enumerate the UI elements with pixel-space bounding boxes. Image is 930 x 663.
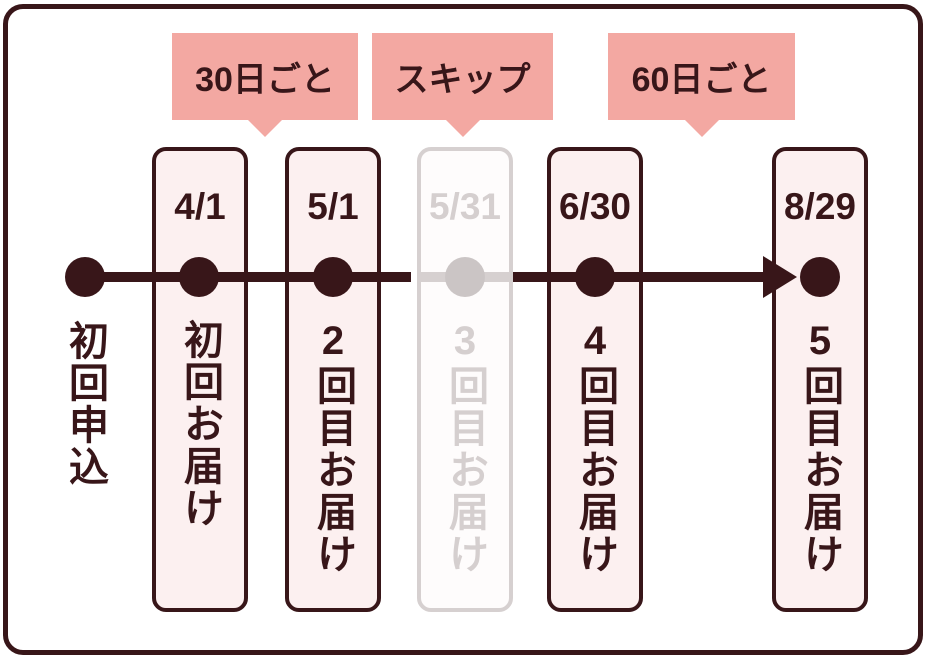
badge-pointer-down-icon bbox=[683, 119, 720, 137]
start-label: 初回申込 bbox=[63, 320, 107, 488]
delivery-card-5: 8/29 5回目お届け bbox=[772, 147, 868, 612]
interval-badge-30days: 30日ごと bbox=[172, 33, 358, 137]
timeline-dot-delivery-3-skipped bbox=[445, 257, 485, 297]
timeline-dot-delivery-1 bbox=[179, 257, 219, 297]
card-date: 5/1 bbox=[307, 186, 359, 227]
delivery-card-2: 5/1 2回目お届け bbox=[285, 147, 381, 612]
badge-label: 30日ごと bbox=[195, 61, 335, 99]
badge-label: 60日ごと bbox=[631, 61, 772, 99]
delivery-card-4: 6/30 4回目お届け bbox=[547, 147, 643, 612]
timeline-arrowhead-icon bbox=[763, 256, 797, 298]
card-date: 8/29 bbox=[783, 186, 856, 227]
badge-pointer-down-icon bbox=[247, 119, 283, 137]
timeline-line-segment-2 bbox=[513, 272, 765, 282]
delivery-card-1: 4/1 初回お届け bbox=[152, 147, 248, 612]
delivery-card-3-skipped: 5/31 3回目お届け bbox=[417, 147, 513, 612]
card-label: 2回目お届け bbox=[311, 319, 355, 575]
interval-badge-60days: 60日ごと bbox=[608, 33, 795, 137]
timeline-dot-delivery-4 bbox=[575, 257, 615, 297]
card-date: 5/31 bbox=[428, 186, 501, 227]
timeline-dot-delivery-2 bbox=[313, 257, 353, 297]
card-date: 4/1 bbox=[174, 186, 226, 227]
card-label: 5回目お届け bbox=[798, 319, 842, 575]
card-date: 6/30 bbox=[558, 186, 631, 227]
card-label: 3回目お届け bbox=[443, 319, 487, 575]
timeline-line-segment-1 bbox=[85, 272, 411, 282]
timeline-dot-start bbox=[65, 257, 105, 297]
timeline-dot-delivery-5 bbox=[800, 257, 840, 297]
card-label: 4回目お届け bbox=[573, 319, 617, 575]
skip-badge: スキップ bbox=[372, 33, 553, 137]
card-label: 初回お届け bbox=[178, 319, 222, 529]
badge-label: スキップ bbox=[394, 61, 531, 99]
badge-pointer-down-icon bbox=[444, 119, 481, 137]
